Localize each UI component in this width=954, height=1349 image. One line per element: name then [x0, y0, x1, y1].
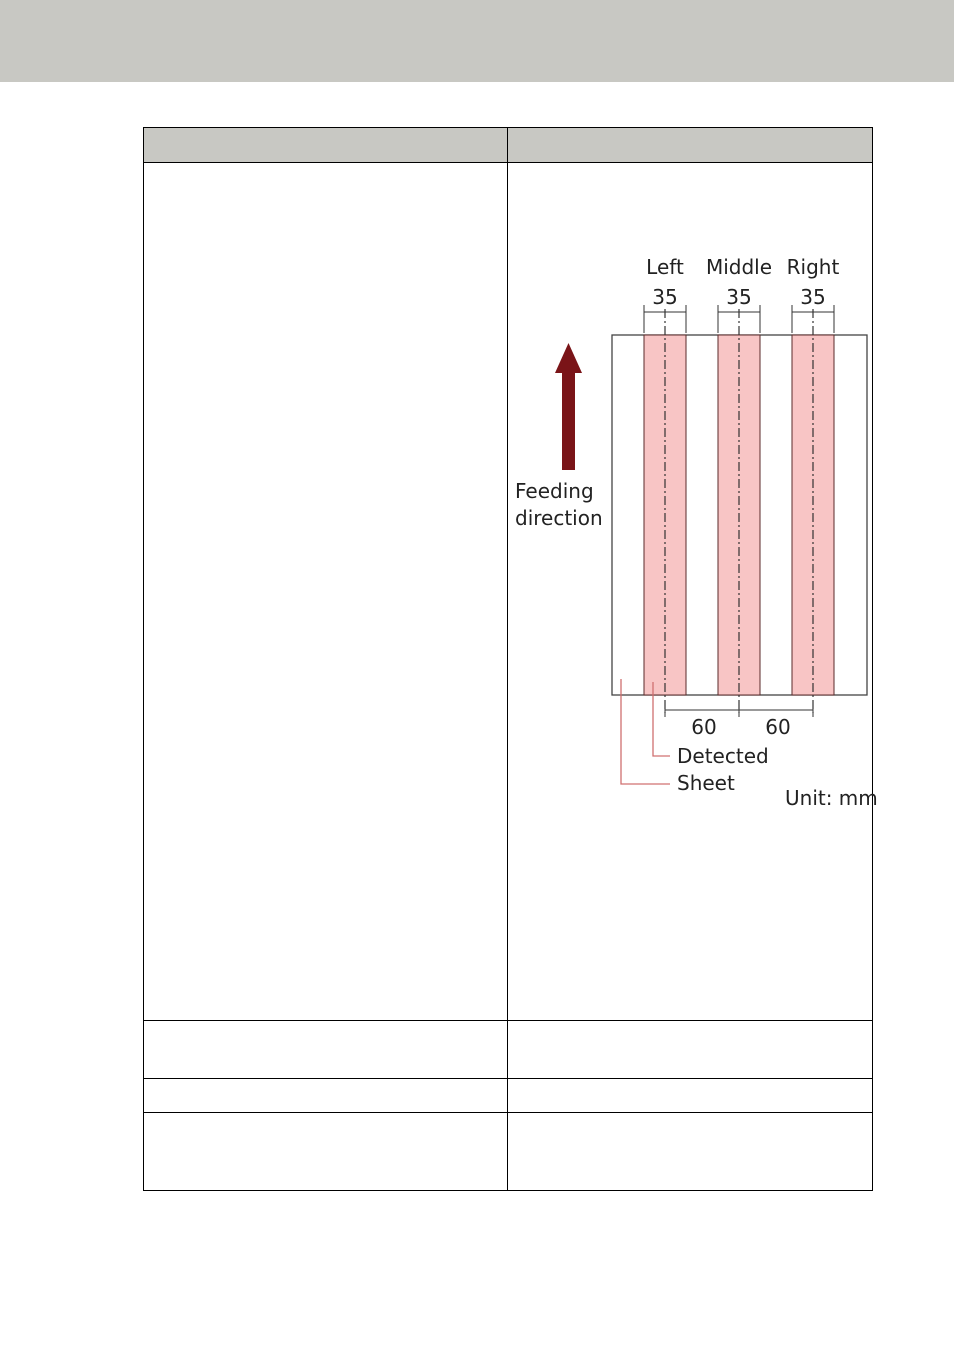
spec-table	[143, 127, 873, 1191]
direction-label: direction	[515, 506, 603, 530]
spacing-left-middle: 60	[691, 715, 716, 739]
row-3-cell-left	[144, 1079, 507, 1112]
header-cell-right	[508, 128, 872, 162]
row-4-cell-left	[144, 1113, 507, 1190]
detection-area-figure: Feeding direction Left Middle Right 35 3…	[515, 255, 878, 810]
legend-detected-label: Detected	[677, 744, 769, 768]
zone-width-left: 35	[652, 285, 677, 309]
row-3-cell-right	[508, 1079, 872, 1112]
zone-width-right: 35	[800, 285, 825, 309]
row-2-cell-left	[144, 1021, 507, 1078]
zone-label-left: Left	[646, 255, 684, 279]
zone-width-dimensions	[643, 305, 835, 333]
spacing-middle-right: 60	[765, 715, 790, 739]
zone-label-right: Right	[787, 255, 840, 279]
row-1-cell-left	[144, 163, 507, 1020]
legend-leader-lines	[620, 679, 670, 785]
feeding-label: Feeding	[515, 479, 594, 503]
zone-center-lines	[664, 309, 814, 713]
table-divider	[144, 1020, 872, 1021]
table-column-divider	[507, 128, 508, 1190]
header-cell-left	[144, 128, 507, 162]
table-divider	[144, 1112, 872, 1113]
zone-label-middle: Middle	[706, 255, 772, 279]
feeding-direction-arrow-icon	[555, 343, 582, 470]
zone-width-middle: 35	[726, 285, 751, 309]
legend-sheet-label: Sheet	[677, 771, 735, 795]
row-2-cell-right	[508, 1021, 872, 1078]
page-header-bar	[0, 0, 954, 82]
table-divider	[144, 1078, 872, 1079]
table-divider	[144, 162, 872, 163]
zone-spacing-dimensions	[664, 703, 814, 717]
detection-area-diagram: Feeding direction Left Middle Right 35 3…	[505, 245, 895, 825]
row-4-cell-right	[508, 1113, 872, 1190]
unit-label: Unit: mm	[785, 786, 878, 810]
